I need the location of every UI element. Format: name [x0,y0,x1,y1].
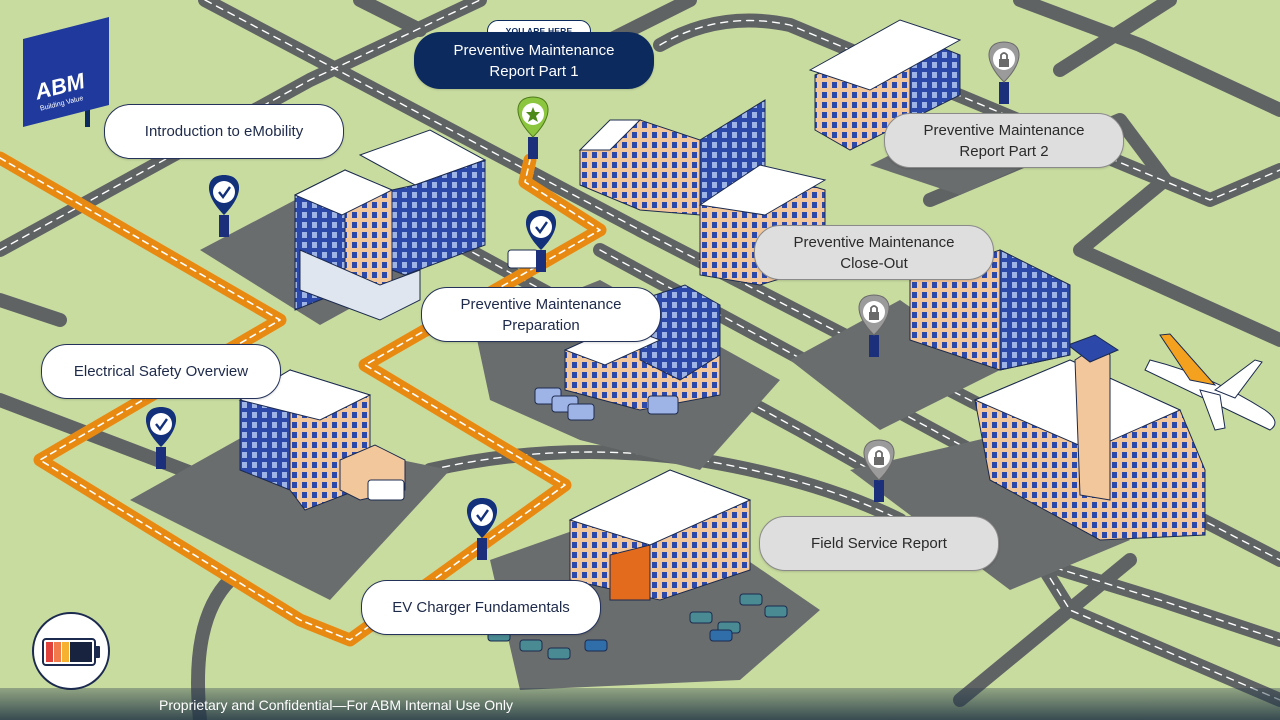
pin-field-service-report [863,439,895,502]
module-ev-charger-fundamentals[interactable]: EV Charger Fundamentals [361,580,601,635]
module-field-service-report[interactable]: Field Service Report [759,516,999,571]
buildings [238,19,1206,601]
footer-bar [0,688,1280,720]
pin-preventive-maintenance-report-part-1 [517,96,549,159]
abm-logo: ABM Building Value [23,17,109,127]
pin-preventive-maintenance-close-out [858,294,890,357]
pin-preventive-maintenance-preparation [525,210,557,272]
module-introduction-to-emobility[interactable]: Introduction to eMobility [104,104,344,159]
module-preventive-maintenance-report-part-1[interactable]: Preventive Maintenance Report Part 1 [414,32,654,89]
module-electrical-safety-overview[interactable]: Electrical Safety Overview [41,344,281,399]
battery-progress-button[interactable] [32,612,110,690]
module-preventive-maintenance-close-out[interactable]: Preventive Maintenance Close-Out [754,225,994,280]
airplane-illustration [1144,333,1276,431]
footer-text: Proprietary and Confidential—For ABM Int… [159,697,514,713]
module-preventive-maintenance-report-part-2[interactable]: Preventive Maintenance Report Part 2 [884,113,1124,168]
module-preventive-maintenance-preparation[interactable]: Preventive Maintenance Preparation [421,287,661,342]
pin-ev-charger-fundamentals [466,498,498,560]
pin-electrical-safety-overview [145,407,177,469]
pin-preventive-maintenance-report-part-2 [988,41,1020,104]
battery-icon [42,638,100,666]
map-pins [145,41,1020,560]
pin-introduction-to-emobility [208,175,240,237]
